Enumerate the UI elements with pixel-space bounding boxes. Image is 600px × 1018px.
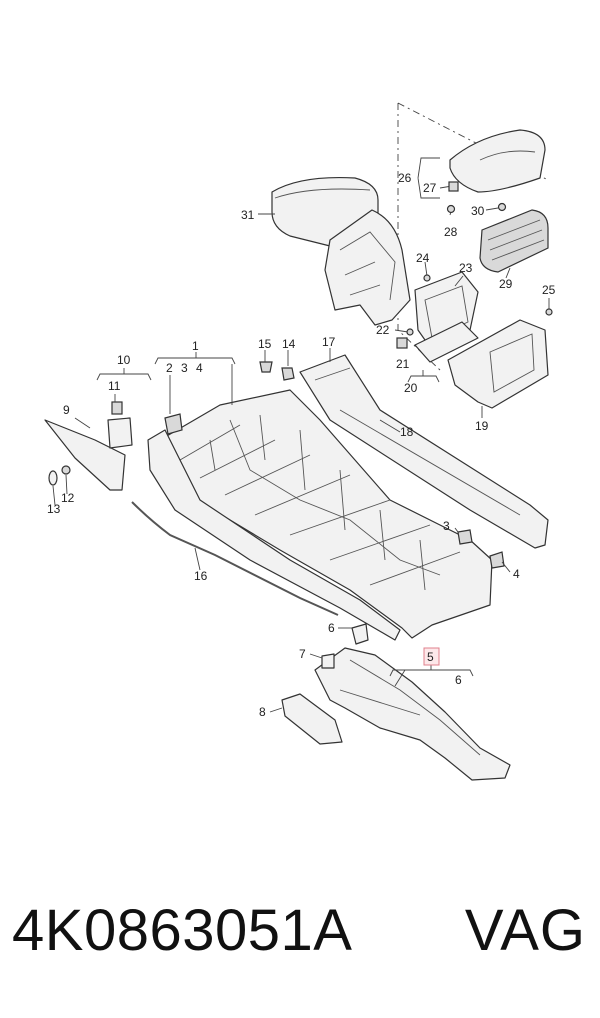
callout-7: 7 xyxy=(299,647,306,661)
callout-16: 16 xyxy=(194,569,208,583)
side-panel-left-part xyxy=(147,429,401,641)
callout-6-right: 6 xyxy=(455,673,462,687)
highlight-box-5 xyxy=(423,647,440,666)
callout-20: 20 xyxy=(404,381,418,395)
armrest-frame-part xyxy=(324,209,411,326)
lower-carrier-part xyxy=(314,623,511,781)
callout-28: 28 xyxy=(444,225,458,239)
callout-19: 19 xyxy=(475,419,489,433)
air-vent-part xyxy=(479,209,549,273)
callout-6: 6 xyxy=(328,621,335,635)
screw-part xyxy=(48,465,71,486)
callout-2: 2 xyxy=(166,361,173,375)
center-console-body-part xyxy=(159,389,493,639)
clip-right-part xyxy=(457,529,473,545)
callout-27: 27 xyxy=(423,181,437,195)
leader-lines xyxy=(52,157,550,713)
clip-right-part-2 xyxy=(489,551,505,569)
callout-22: 22 xyxy=(376,323,390,337)
callout-12: 12 xyxy=(61,491,75,505)
mount-bracket-part xyxy=(281,693,343,745)
callout-10: 10 xyxy=(117,353,131,367)
callout-4-right: 4 xyxy=(513,567,520,581)
callout-23: 23 xyxy=(459,261,473,275)
brand-text: VAG xyxy=(464,898,586,963)
callout-5: 5 xyxy=(427,650,434,664)
trim-strip-right-part xyxy=(299,354,549,549)
exploded-parts-diagram: 1 2 3 4 3 4 5 6 6 7 8 9 10 11 12 13 14 1… xyxy=(44,102,556,781)
top-cover-part xyxy=(449,129,546,193)
caption-footer: 4K0863051A VAG xyxy=(0,885,600,1005)
callout-9: 9 xyxy=(63,403,70,417)
callout-11: 11 xyxy=(108,379,121,393)
callout-26: 26 xyxy=(398,171,412,185)
callout-1: 1 xyxy=(192,339,199,353)
cable-part xyxy=(131,501,339,616)
callout-3-right: 3 xyxy=(443,519,450,533)
rear-panel-part xyxy=(447,319,549,409)
clip-part xyxy=(164,413,183,435)
callout-25: 25 xyxy=(542,283,556,297)
callout-3: 3 xyxy=(181,361,188,375)
callout-14: 14 xyxy=(282,337,296,351)
switch-panel-part xyxy=(414,321,479,363)
callout-30: 30 xyxy=(471,204,485,218)
small-hardware xyxy=(396,181,553,349)
callout-17: 17 xyxy=(322,335,336,349)
callout-29: 29 xyxy=(499,277,513,291)
callout-31: 31 xyxy=(241,208,255,222)
callout-4: 4 xyxy=(196,361,203,375)
callout-24: 24 xyxy=(416,251,430,265)
fasteners-top xyxy=(259,361,295,381)
callout-21: 21 xyxy=(396,357,410,371)
callout-8: 8 xyxy=(259,705,266,719)
callout-15: 15 xyxy=(258,337,272,351)
callout-13: 13 xyxy=(47,502,61,516)
end-trim-part xyxy=(44,419,126,491)
part-number-text: 4K0863051A xyxy=(12,898,353,963)
bracket-part xyxy=(107,401,133,449)
callout-18: 18 xyxy=(400,425,414,439)
callout-labels: 1 2 3 4 3 4 5 6 6 7 8 9 10 11 12 13 14 1… xyxy=(47,171,556,719)
